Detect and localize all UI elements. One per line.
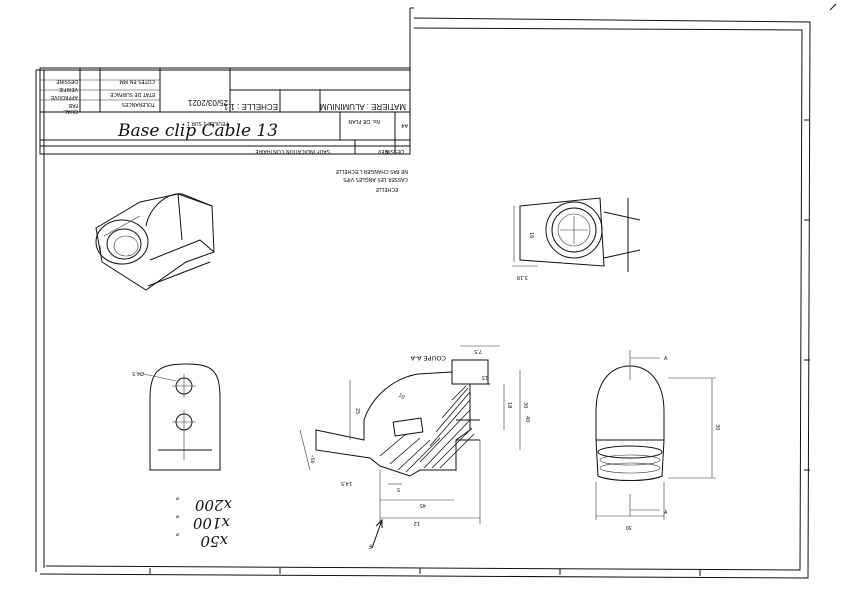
side-dim-2: 30 bbox=[626, 524, 632, 530]
sec-dim-4: 15 bbox=[482, 374, 488, 380]
front-view: Ø4,5 bbox=[132, 363, 221, 471]
title-block: DESSINE VERIFIE APPROUVE FAB. QUAL. COTE… bbox=[39, 67, 411, 155]
tb-material: MATIERE : ALUMINIUM bbox=[320, 102, 406, 111]
qty-50: x50 bbox=[200, 532, 228, 550]
general-notes: NE PAS CHANGER L'ECHELLE CASSER LES ANGL… bbox=[336, 168, 408, 192]
tb-field-5: QUAL. bbox=[62, 108, 78, 114]
sec-dim-8: 12 bbox=[414, 520, 420, 526]
tb-sheet: FEUILLE 1 SUR 1 bbox=[187, 120, 228, 126]
sec-dim-7: 45 bbox=[420, 502, 426, 508]
isometric-view bbox=[95, 193, 215, 291]
sec-dim-10: 45° bbox=[310, 454, 318, 464]
top-dim-1: 16 bbox=[528, 232, 534, 238]
handwritten-title: Base clip Cable 13 bbox=[117, 121, 278, 141]
sec-dim-3: 18 bbox=[506, 402, 512, 408]
sec-dim-2: 40 bbox=[524, 416, 530, 422]
quantity-notes: ⌀ x200 ⌀ x100 ⌀ x50 bbox=[176, 496, 232, 550]
tb-rev: REV bbox=[377, 148, 388, 154]
svg-text:⌀: ⌀ bbox=[176, 514, 179, 520]
top-view: 16 3,18 bbox=[512, 197, 641, 280]
hole-note: Ø4,5 bbox=[132, 370, 144, 377]
tb-format: A4 bbox=[401, 122, 408, 128]
tb-field-4: FAB. bbox=[67, 102, 78, 108]
tb-mid-1: DESSIN bbox=[385, 148, 404, 154]
qty-200: x200 bbox=[194, 496, 232, 514]
svg-text:⌀: ⌀ bbox=[176, 496, 179, 502]
sheet-frame bbox=[35, 3, 837, 579]
sec-dim-9: 10 bbox=[397, 393, 406, 401]
section-view: COUPE A-A 30 40 18 15 7,5 25 45 12 10 45… bbox=[299, 345, 530, 550]
sec-dim-12: 5 bbox=[397, 486, 400, 492]
tb-scale: ECHELLE : 1:1 bbox=[223, 102, 278, 111]
tb-field-3: APPROUVE bbox=[51, 94, 78, 100]
note-2: CASSER LES ANGLES VIFS bbox=[343, 176, 408, 182]
svg-text:⌀: ⌀ bbox=[176, 532, 179, 538]
sec-dim-5: 7,5 bbox=[474, 348, 482, 354]
top-dim-2: 3,18 bbox=[517, 274, 528, 280]
arrow-label: F bbox=[368, 542, 372, 550]
sec-dim-6: 25 bbox=[354, 408, 360, 414]
tb-drawing-no: No. DE PLAN bbox=[348, 118, 380, 124]
tb-company-1: COTES EN MM bbox=[119, 78, 155, 84]
sec-dim-1: 30 bbox=[522, 402, 528, 408]
side-view: 30 30 A A bbox=[595, 350, 720, 530]
tb-field-2: VERIFIE bbox=[59, 86, 78, 92]
tb-company-2: ETAT DE SURFACE bbox=[110, 91, 155, 97]
note-3: ECHELLE bbox=[376, 186, 398, 192]
section-hatch bbox=[379, 385, 475, 473]
sec-dim-11: 14,5 bbox=[341, 480, 352, 486]
tb-date: 25/03/2021 bbox=[187, 98, 228, 107]
tb-company-3: TOLERANCES bbox=[122, 101, 156, 107]
note-1: NE PAS CHANGER L'ECHELLE bbox=[336, 168, 408, 174]
tb-field-1: DESSINE bbox=[56, 78, 78, 84]
section-label: COUPE A-A bbox=[410, 354, 446, 362]
side-label-a2: A bbox=[664, 510, 668, 516]
side-dim-1: 30 bbox=[714, 424, 720, 430]
qty-100: x100 bbox=[192, 514, 230, 532]
side-label-a1: A bbox=[664, 356, 668, 362]
tb-note: SAUF INDICATION CONTRAIRE bbox=[255, 148, 330, 154]
